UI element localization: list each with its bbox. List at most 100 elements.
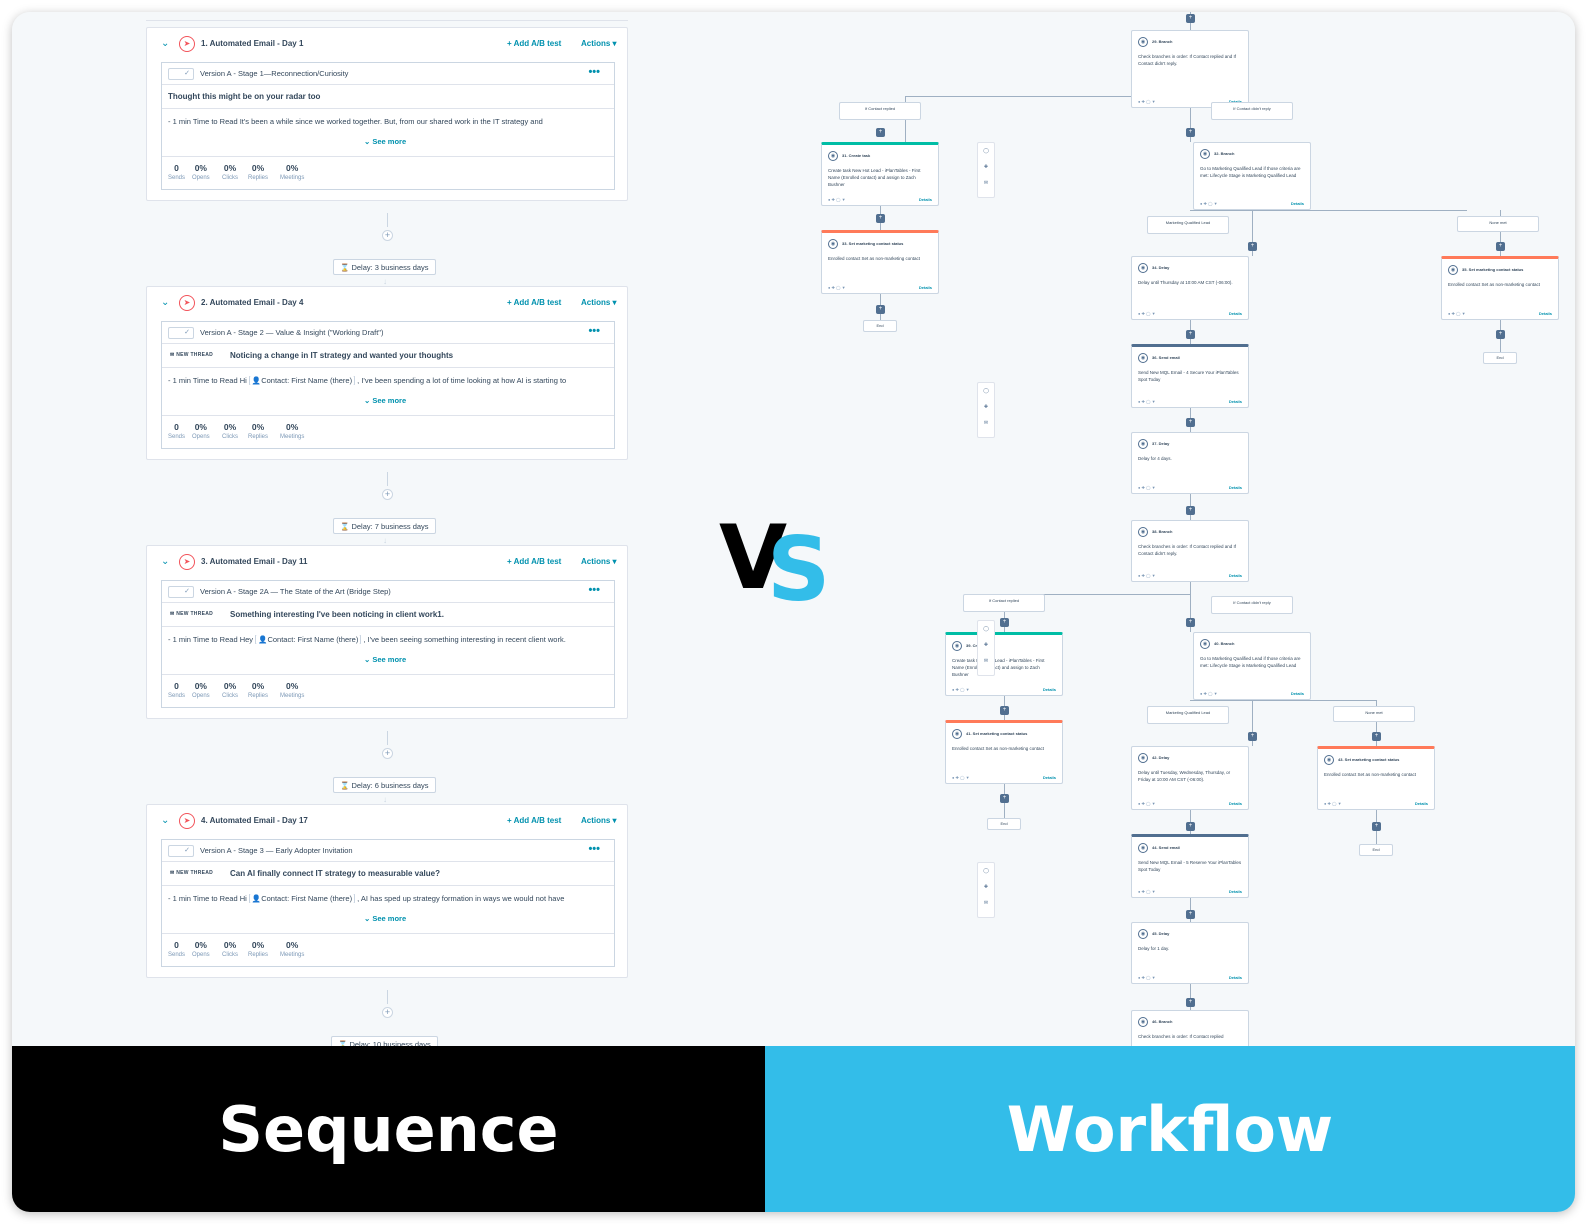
workflow-action-card[interactable]: ◉ 41. Set marketing contact status Enrol…	[945, 720, 1063, 784]
details-link[interactable]: Details	[1538, 311, 1552, 316]
add-action-button[interactable]: +	[876, 305, 885, 314]
details-link[interactable]: Details	[1228, 889, 1242, 894]
workflow-action-card[interactable]: ◉ 36. Send email Send New MQL Email - 4 …	[1131, 344, 1249, 408]
more-options-icon[interactable]: •••	[588, 584, 600, 596]
card-tools-icon[interactable]: ● ✚ ◯ ▼	[828, 285, 846, 290]
version-toggle[interactable]: ✓	[168, 586, 194, 598]
add-ab-test-button[interactable]: + Add A/B test	[507, 816, 562, 825]
card-tools-icon[interactable]: ● ✚ ◯ ▼	[1200, 201, 1218, 206]
workflow-action-card[interactable]: ◉ 44. Send email Send New MQL Email - 5 …	[1131, 834, 1249, 898]
card-tools-icon[interactable]: ● ✚ ◯ ▼	[1200, 691, 1218, 696]
add-action-button[interactable]: +	[1248, 732, 1257, 741]
card-tools-icon[interactable]: ● ✚ ◯ ▼	[1138, 399, 1156, 404]
version-toggle[interactable]: ✓	[168, 68, 194, 80]
details-link[interactable]: Details	[1228, 801, 1242, 806]
details-link[interactable]: Details	[1228, 975, 1242, 980]
version-toggle[interactable]: ✓	[168, 327, 194, 339]
details-link[interactable]: Details	[1414, 801, 1428, 806]
card-tools-icon[interactable]: ● ✚ ◯ ▼	[1138, 311, 1156, 316]
actions-dropdown[interactable]: Actions ▾	[581, 816, 617, 825]
branch-label[interactable]: If Contact replied	[963, 594, 1045, 612]
add-ab-test-button[interactable]: + Add A/B test	[507, 298, 562, 307]
zoom-in-icon[interactable]: ✚	[983, 884, 989, 890]
branch-label[interactable]: If Contact didn't reply	[1211, 102, 1293, 120]
add-action-button[interactable]: +	[1186, 822, 1195, 831]
add-action-button[interactable]: +	[1372, 732, 1381, 741]
see-more-link[interactable]: ⌄ See more	[364, 655, 407, 664]
more-options-icon[interactable]: •••	[588, 843, 600, 855]
details-link[interactable]: Details	[918, 285, 932, 290]
zoom-in-icon[interactable]: ✚	[983, 164, 989, 170]
zoom-reset-icon[interactable]: ◯	[983, 868, 989, 874]
card-tools-icon[interactable]: ● ✚ ◯ ▼	[1138, 485, 1156, 490]
delay-badge[interactable]: ⌛ Delay: 7 business days	[333, 518, 436, 534]
comment-icon[interactable]: ✉	[983, 658, 989, 664]
branch-label[interactable]: None met	[1457, 216, 1539, 232]
zoom-reset-icon[interactable]: ◯	[983, 388, 989, 394]
delay-badge[interactable]: ⌛ Delay: 3 business days	[333, 259, 436, 275]
actions-dropdown[interactable]: Actions ▾	[581, 557, 617, 566]
details-link[interactable]: Details	[1228, 485, 1242, 490]
comment-icon[interactable]: ✉	[983, 420, 989, 426]
comment-icon[interactable]: ✉	[983, 180, 989, 186]
add-action-button[interactable]: +	[1372, 822, 1381, 831]
add-action-button[interactable]: +	[1000, 794, 1009, 803]
collapse-chevron-icon[interactable]: ⌄	[161, 556, 170, 567]
add-action-button[interactable]: +	[1186, 418, 1195, 427]
add-action-button[interactable]: +	[1186, 14, 1195, 23]
add-action-button[interactable]: +	[1496, 242, 1505, 251]
details-link[interactable]: Details	[1228, 573, 1242, 578]
add-action-button[interactable]: +	[1000, 618, 1009, 627]
add-action-button[interactable]: +	[1186, 618, 1195, 627]
card-tools-icon[interactable]: ● ✚ ◯ ▼	[1138, 99, 1156, 104]
workflow-action-card[interactable]: ◉ 32. Branch Go to Marketing Qualified L…	[1193, 142, 1311, 210]
add-action-button[interactable]: +	[1186, 910, 1195, 919]
add-step-button[interactable]: +	[382, 489, 393, 500]
add-action-button[interactable]: +	[1186, 506, 1195, 515]
card-tools-icon[interactable]: ● ✚ ◯ ▼	[952, 775, 970, 780]
workflow-action-card[interactable]: ◉ 43. Set marketing contact status Enrol…	[1317, 746, 1435, 810]
add-action-button[interactable]: +	[876, 128, 885, 137]
branch-label[interactable]: If Contact replied	[839, 102, 921, 120]
details-link[interactable]: Details	[1228, 311, 1242, 316]
workflow-action-card[interactable]: ◉ 38. Branch Check branches in order: If…	[1131, 520, 1249, 582]
collapse-chevron-icon[interactable]: ⌄	[161, 815, 170, 826]
more-options-icon[interactable]: •••	[588, 325, 600, 337]
add-step-button[interactable]: +	[382, 748, 393, 759]
workflow-action-card[interactable]: ◉ 42. Delay Delay until Tuesday, Wednesd…	[1131, 746, 1249, 810]
add-action-button[interactable]: +	[1186, 128, 1195, 137]
add-action-button[interactable]: +	[1000, 706, 1009, 715]
branch-label[interactable]: Marketing Qualified Lead	[1147, 706, 1229, 724]
branch-label[interactable]: Marketing Qualified Lead	[1147, 216, 1229, 234]
comment-icon[interactable]: ✉	[983, 900, 989, 906]
details-link[interactable]: Details	[1290, 691, 1304, 696]
zoom-in-icon[interactable]: ✚	[983, 642, 989, 648]
see-more-link[interactable]: ⌄ See more	[364, 914, 407, 923]
details-link[interactable]: Details	[1228, 399, 1242, 404]
card-tools-icon[interactable]: ● ✚ ◯ ▼	[1138, 573, 1156, 578]
card-tools-icon[interactable]: ● ✚ ◯ ▼	[1138, 801, 1156, 806]
workflow-action-card[interactable]: ◉ 45. Delay Delay for 1 day. ● ✚ ◯ ▼ Det…	[1131, 922, 1249, 984]
card-tools-icon[interactable]: ● ✚ ◯ ▼	[1448, 311, 1466, 316]
card-tools-icon[interactable]: ● ✚ ◯ ▼	[828, 197, 846, 202]
workflow-action-card[interactable]: ◉ 33. Set marketing contact status Enrol…	[821, 230, 939, 294]
details-link[interactable]: Details	[1229, 99, 1242, 104]
workflow-action-card[interactable]: ◉ 35. Set marketing contact status Enrol…	[1441, 256, 1559, 320]
delay-badge[interactable]: ⌛ Delay: 6 business days	[333, 777, 436, 793]
add-action-button[interactable]: +	[876, 214, 885, 223]
card-tools-icon[interactable]: ● ✚ ◯ ▼	[1324, 801, 1342, 806]
add-ab-test-button[interactable]: + Add A/B test	[507, 557, 562, 566]
add-action-button[interactable]: +	[1186, 998, 1195, 1007]
details-link[interactable]: Details	[1042, 687, 1056, 692]
zoom-reset-icon[interactable]: ◯	[983, 148, 989, 154]
add-step-button[interactable]: +	[382, 1007, 393, 1018]
branch-label[interactable]: If Contact didn't reply	[1211, 596, 1293, 614]
add-action-button[interactable]: +	[1186, 330, 1195, 339]
actions-dropdown[interactable]: Actions ▾	[581, 39, 617, 48]
add-ab-test-button[interactable]: + Add A/B test	[507, 39, 562, 48]
version-toggle[interactable]: ✓	[168, 845, 194, 857]
more-options-icon[interactable]: •••	[588, 66, 600, 78]
workflow-action-card[interactable]: ◉ 39. Create task Create task New Hot Le…	[945, 632, 1063, 696]
workflow-action-card[interactable]: ◉ 29. Branch Check branches in order: If…	[1131, 30, 1249, 108]
see-more-link[interactable]: ⌄ See more	[364, 137, 407, 146]
